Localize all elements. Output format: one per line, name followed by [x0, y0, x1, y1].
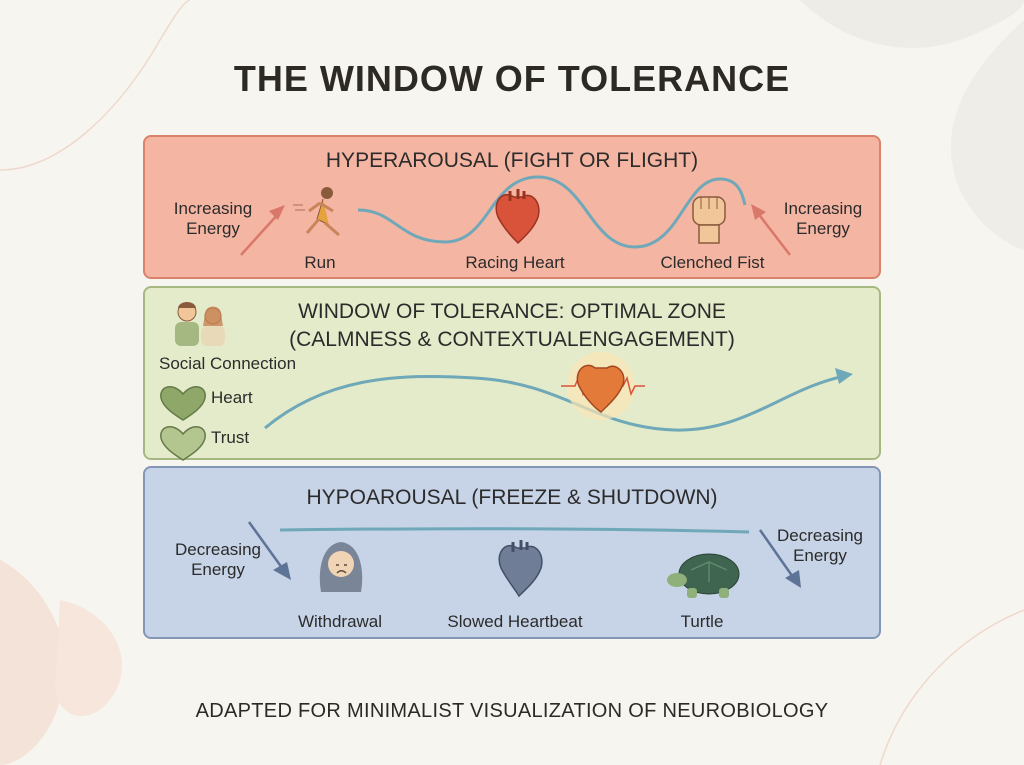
slowed-heartbeat-icon — [498, 540, 543, 598]
heart-label: Heart — [211, 388, 253, 407]
high-energy-wave — [357, 175, 747, 249]
decreasing-arrow-left-icon — [247, 521, 291, 580]
calm-wave — [264, 374, 846, 432]
optimal-zone-panel: WINDOW OF TOLERANCE: OPTIMAL ZONE (CALMN… — [143, 286, 881, 461]
increasing-arrow-right-icon — [751, 204, 791, 256]
hypoarousal-graphics — [247, 521, 801, 598]
hyperarousal-graphics — [240, 175, 791, 256]
clenched-fist-label: Clenched Fist — [660, 253, 765, 272]
low-energy-line — [279, 527, 750, 534]
optimal-graphics — [160, 302, 853, 461]
increasing-arrow-left-icon — [240, 205, 285, 256]
runner-icon — [293, 187, 340, 237]
hyperarousal-panel: HYPERAROUSAL (FIGHT OR FLIGHT) — [143, 135, 881, 279]
optimal-heading-line1: WINDOW OF TOLERANCE: OPTIMAL ZONE — [298, 300, 726, 323]
clenched-fist-icon — [692, 196, 726, 244]
social-connection-icon — [175, 302, 225, 346]
hyperarousal-heading: HYPERAROUSAL (FIGHT OR FLIGHT) — [325, 149, 699, 172]
withdrawal-label: Withdrawal — [297, 612, 383, 631]
optimal-heart-icon — [576, 364, 625, 413]
trust-label: Trust — [211, 428, 250, 447]
withdrawal-icon — [319, 542, 363, 592]
decreasing-arrow-right-icon — [758, 529, 801, 588]
wave-arrowhead-icon — [835, 368, 853, 384]
turtle-icon — [667, 553, 740, 598]
footer-caption: ADAPTED FOR MINIMALIST VISUALIZATION OF … — [195, 700, 829, 722]
social-connection-label: Social Connection — [159, 354, 297, 373]
trust-heart-icon — [160, 426, 206, 461]
slowed-heartbeat-label: Slowed Heartbeat — [447, 612, 583, 631]
turtle-label: Turtle — [680, 612, 724, 631]
page-title: THE WINDOW OF TOLERANCE — [233, 58, 791, 99]
optimal-heading-line2: (CALMNESS & CONTEXTUALENGAGEMENT) — [289, 328, 735, 351]
hypoarousal-panel: HYPOAROUSAL (FREEZE & SHUTDOWN) — [143, 466, 881, 639]
racing-heart-icon — [495, 189, 540, 245]
heart-icon — [160, 386, 206, 421]
run-label: Run — [304, 253, 336, 272]
hypoarousal-heading: HYPOAROUSAL (FREEZE & SHUTDOWN) — [306, 486, 718, 509]
racing-heart-label: Racing Heart — [465, 253, 565, 272]
